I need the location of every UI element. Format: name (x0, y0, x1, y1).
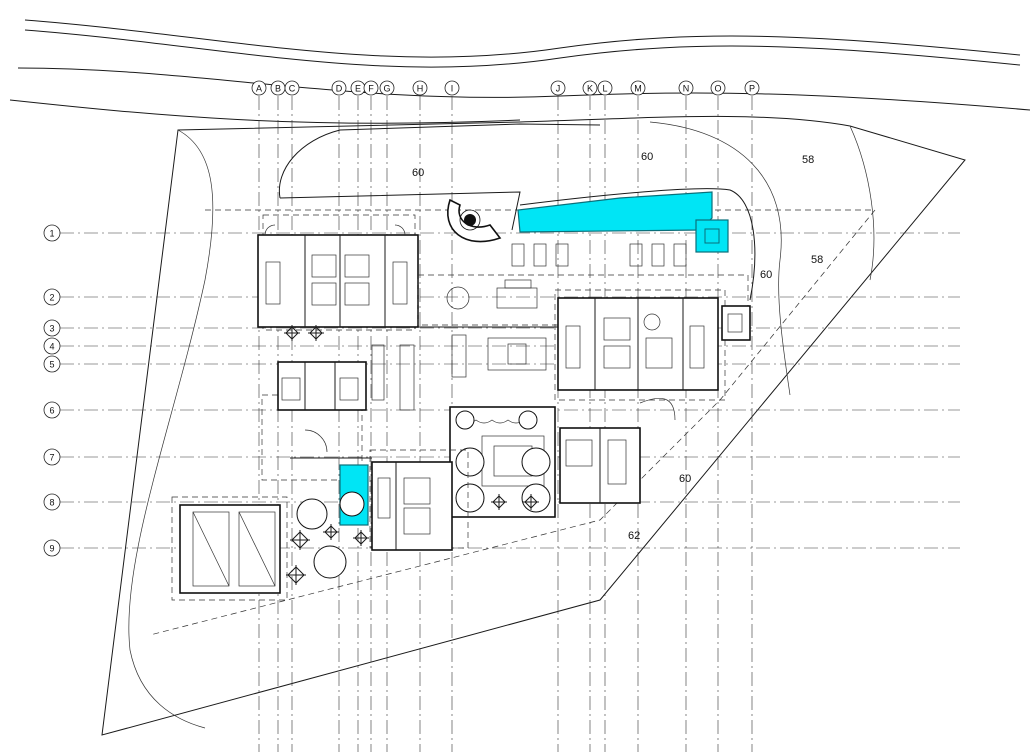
grid-bubble-H (412, 80, 428, 96)
grid-label-K: K (587, 84, 593, 94)
grid-label-9: 9 (49, 544, 54, 554)
grid-label-J: J (556, 84, 561, 94)
grid-bubble-C (284, 80, 300, 96)
grid-label-7: 7 (49, 453, 54, 463)
elevation-lower-right: 60 (679, 473, 691, 485)
grid-bubble-L (597, 80, 613, 96)
bedroom-southwest (369, 449, 469, 551)
grid-bubble-O (710, 80, 726, 96)
grid-bubble-D (331, 80, 347, 96)
grid-bubble-9 (43, 539, 61, 557)
grid-bubble-1 (43, 224, 61, 242)
grid-label-4: 4 (49, 342, 54, 352)
grid-label-C: C (289, 84, 296, 94)
swimming-pool (517, 191, 729, 253)
grid-bubble-F (363, 80, 379, 96)
grid-label-O: O (714, 84, 721, 94)
elevation-top-center: 60 (412, 167, 424, 179)
grid-bubble-5 (43, 355, 61, 373)
elevation-right-upper: 58 (811, 254, 823, 266)
carport (171, 496, 288, 601)
grid-bubble-M (630, 80, 646, 96)
grid-row-bubbles: 1 2 3 4 5 6 7 8 9 (43, 224, 61, 557)
grid-bubble-8 (43, 493, 61, 511)
grid-label-F: F (368, 84, 374, 94)
elevation-right-mid: 60 (760, 269, 772, 281)
grid-label-3: 3 (49, 324, 54, 334)
garden-trees (296, 410, 538, 579)
grid-bubble-P (744, 80, 760, 96)
grid-bubble-A (251, 80, 267, 96)
grid-bubble-3 (43, 319, 61, 337)
elevation-top-right: 58 (802, 154, 814, 166)
grid-label-2: 2 (49, 293, 54, 303)
grid-bubble-6 (43, 401, 61, 419)
grid-label-I: I (451, 84, 454, 94)
service-block-west (261, 361, 372, 481)
spiral-feature (447, 198, 502, 243)
bedroom-wing-northwest (257, 214, 419, 331)
lawn-edge (278, 123, 756, 301)
grid-label-P: P (749, 84, 755, 94)
grid-bubble-4 (43, 337, 61, 355)
grid-label-A: A (256, 84, 262, 94)
sun-loungers (511, 243, 687, 267)
grid-label-E: E (355, 84, 361, 94)
courtyard (449, 406, 556, 518)
grid-label-D: D (336, 84, 343, 94)
grid-bubble-I (444, 80, 460, 96)
grid-label-6: 6 (49, 406, 54, 416)
grid-label-5: 5 (49, 360, 54, 370)
grid-label-N: N (683, 84, 690, 94)
bedroom-southeast (559, 397, 676, 504)
shrubs (284, 325, 539, 585)
grid-label-G: G (383, 84, 390, 94)
grid-label-H: H (417, 84, 424, 94)
grid-bubble-G (379, 80, 395, 96)
grid-bubble-N (678, 80, 694, 96)
elevation-bottom: 62 (628, 530, 640, 542)
grid-label-1: 1 (49, 229, 54, 239)
road-curves (9, 19, 1031, 124)
grid-label-L: L (602, 84, 607, 94)
grid-label-B: B (275, 84, 281, 94)
grid-bubble-K (582, 80, 598, 96)
grid-bubble-J (550, 80, 566, 96)
grid-label-8: 8 (49, 498, 54, 508)
elevation-labels: 60 60 58 58 60 60 62 (412, 151, 823, 542)
grid-label-M: M (634, 84, 642, 94)
bedroom-wing-east (554, 289, 751, 401)
grid-bubble-2 (43, 288, 61, 306)
grid-bubble-7 (43, 448, 61, 466)
elevation-top-right-center: 60 (641, 151, 653, 163)
